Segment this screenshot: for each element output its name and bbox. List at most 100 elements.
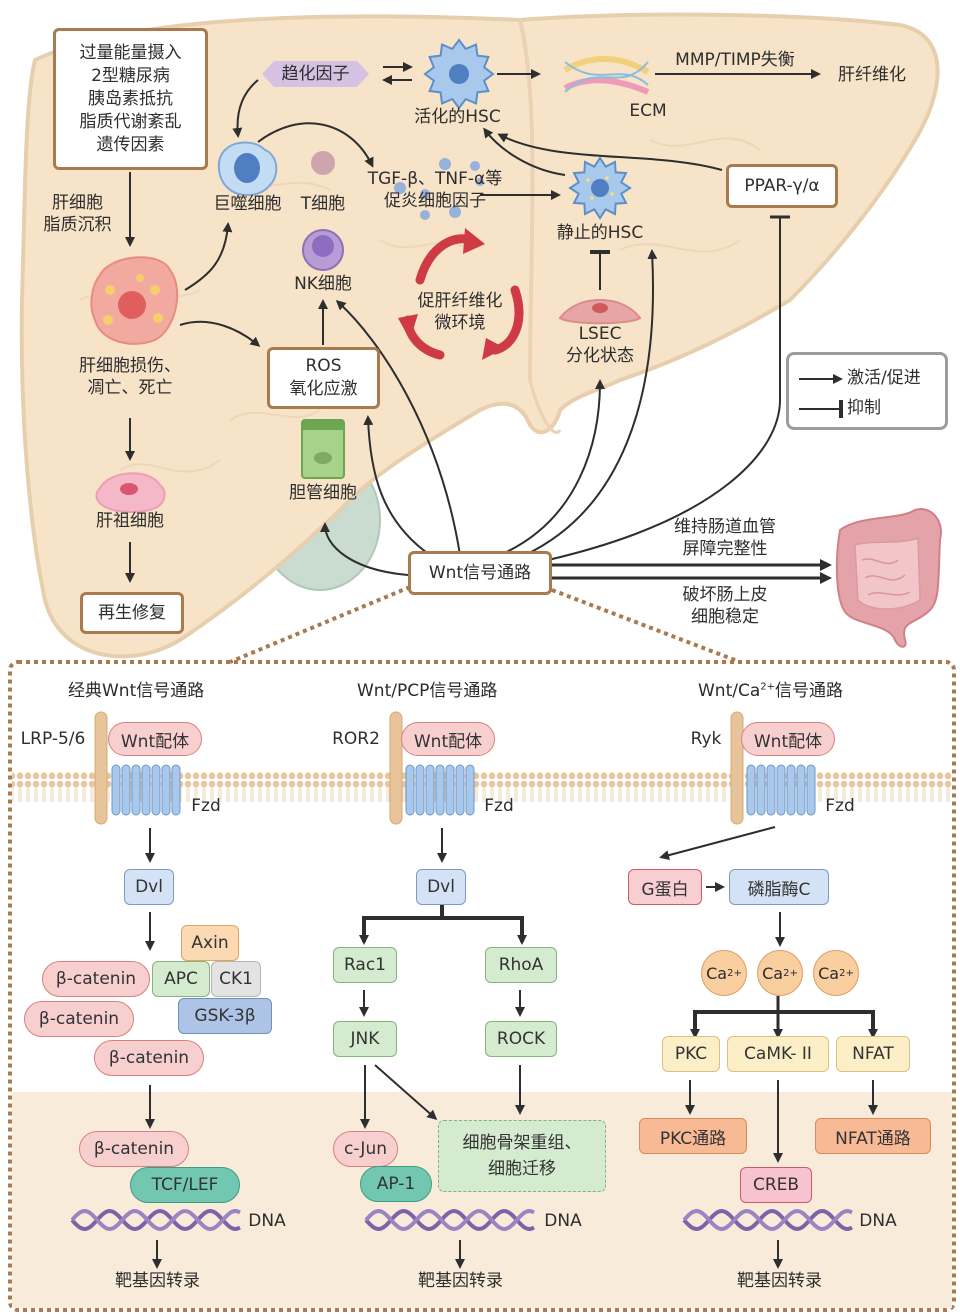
fzd-helix — [405, 764, 415, 816]
rock: ROCK — [485, 1021, 557, 1057]
ecm-icon — [563, 56, 650, 95]
t-cell-label: T细胞 — [300, 194, 346, 214]
creb: CREB — [740, 1167, 812, 1203]
t-cell-icon — [311, 151, 335, 175]
jnk: JNK — [333, 1021, 397, 1057]
pkc: PKC — [662, 1036, 720, 1072]
rac1: Rac1 — [333, 947, 397, 983]
dna-strand — [364, 1208, 535, 1232]
fzd-receptor-canonical — [111, 764, 181, 816]
ryk-label: Ryk — [690, 729, 722, 749]
fzd-helix — [121, 764, 131, 816]
ppar-box: PPAR-γ/α — [726, 164, 838, 208]
apc: APC — [152, 961, 210, 997]
dna-helix-pcp — [364, 1208, 535, 1232]
dvl-pcp: Dvl — [416, 869, 466, 905]
fzd-label-canonical: Fzd — [191, 796, 221, 816]
fzd-receptor-ca — [746, 764, 816, 816]
hepatocyte-lipid-label: 肝细胞脂质沉积 — [43, 193, 112, 235]
fzd-helix — [776, 764, 786, 816]
nk-cell-icon — [302, 229, 344, 271]
activated-hsc-icon — [423, 38, 495, 110]
dna-strand — [682, 1208, 853, 1232]
fzd-helix — [161, 764, 171, 816]
dna-label-canonical: DNA — [248, 1211, 286, 1231]
dna-strand — [364, 1208, 535, 1232]
target-transcription-canonical: 靶基因转录 — [115, 1271, 200, 1291]
camk-ii: CaMK- II — [727, 1036, 829, 1072]
ck1: CK1 — [211, 961, 261, 997]
target-transcription-ca: 靶基因转录 — [737, 1271, 822, 1291]
damaged-hepatocyte-icon — [90, 256, 179, 345]
pkc-pathway: PKC通路 — [639, 1118, 747, 1154]
gut-maintain-label: 维持肠道血管屏障完整性 — [674, 517, 776, 559]
fzd-helix — [786, 764, 796, 816]
microenvironment-label: 促肝纤维化微环境 — [417, 291, 503, 333]
activate-arrow-icon — [833, 374, 843, 384]
dna-helix-canonical — [70, 1208, 241, 1232]
fzd-helix — [806, 764, 816, 816]
rhoa: RhoA — [485, 947, 557, 983]
macrophage-label: 巨噬细胞 — [213, 194, 282, 214]
lrp-label: LRP-5/6 — [20, 729, 86, 749]
mmp-label: MMP/TIMP失衡 — [675, 50, 795, 70]
wnt-hub-box: Wnt信号通路 — [408, 551, 552, 595]
nfat: NFAT — [836, 1036, 910, 1072]
fzd-helix — [796, 764, 806, 816]
phospholipase-c: 磷脂酶C — [729, 869, 829, 905]
legend-symbols — [799, 374, 843, 418]
fzd-receptor-pcp — [405, 764, 475, 816]
dna-strand — [70, 1208, 241, 1232]
progenitor-label: 肝祖细胞 — [96, 511, 164, 531]
cholangiocyte-icon — [301, 419, 345, 479]
chemokine-hexagon — [262, 61, 369, 87]
target-transcription-pcp: 靶基因转录 — [418, 1271, 503, 1291]
c-jun: c-Jun — [333, 1131, 398, 1167]
g-protein: G蛋白 — [628, 869, 702, 905]
beta-catenin-3: β-catenin — [94, 1040, 204, 1076]
regeneration-box: 再生修复 — [80, 592, 184, 634]
inhibit-bar-icon — [839, 400, 843, 418]
nk-cell-label: NK细胞 — [294, 274, 352, 294]
fzd-helix — [465, 764, 475, 816]
nfat-pathway: NFAT通路 — [815, 1118, 931, 1154]
pcp-title: Wnt/PCP信号通路 — [357, 681, 498, 701]
dvl-canonical: Dvl — [124, 869, 174, 905]
gsk3b: GSK-3β — [178, 998, 272, 1034]
cholangiocyte-label: 胆管细胞 — [289, 483, 357, 503]
ca-title: Wnt/Ca2+信号通路 — [698, 681, 844, 701]
fzd-helix — [415, 764, 425, 816]
fzd-helix — [111, 764, 121, 816]
wnt-ligand-canonical: Wnt配体 — [108, 722, 202, 756]
fibrosis-label: 肝纤维化 — [838, 65, 906, 85]
fzd-helix — [151, 764, 161, 816]
risk-factors-box: 过量能量摄入 2型糖尿病 胰岛素抵抗 脂质代谢紊乱 遗传因素 — [53, 28, 208, 170]
progenitor-cell-icon — [95, 472, 166, 513]
cytoskeleton-box: 细胞骨架重组、细胞迁移 — [438, 1120, 606, 1192]
ror2-label: ROR2 — [332, 729, 380, 749]
wnt-ligand-ca: Wnt配体 — [741, 722, 835, 756]
fzd-helix — [131, 764, 141, 816]
fzd-helix — [455, 764, 465, 816]
quiescent-hsc-icon — [568, 156, 632, 220]
hepatocyte-injury-label: 肝细胞损伤、凋亡、死亡 — [79, 356, 181, 398]
fzd-helix — [425, 764, 435, 816]
fzd-label-pcp: Fzd — [484, 796, 514, 816]
dna-label-ca: DNA — [859, 1211, 897, 1231]
beta-catenin-2: β-catenin — [24, 1001, 134, 1037]
beta-catenin-1: β-catenin — [42, 961, 150, 997]
lsec-icon — [558, 298, 642, 325]
legend: 激活/促进 抑制 — [786, 352, 948, 430]
quiescent-hsc-label: 静止的HSC — [556, 223, 644, 243]
dna-strand — [682, 1208, 853, 1232]
activated-hsc-label: 活化的HSC — [414, 107, 501, 127]
wnt-ligand-pcp: Wnt配体 — [401, 722, 495, 756]
fzd-helix — [445, 764, 455, 816]
intestine-illustration — [835, 508, 942, 648]
dna-strand — [70, 1208, 241, 1232]
